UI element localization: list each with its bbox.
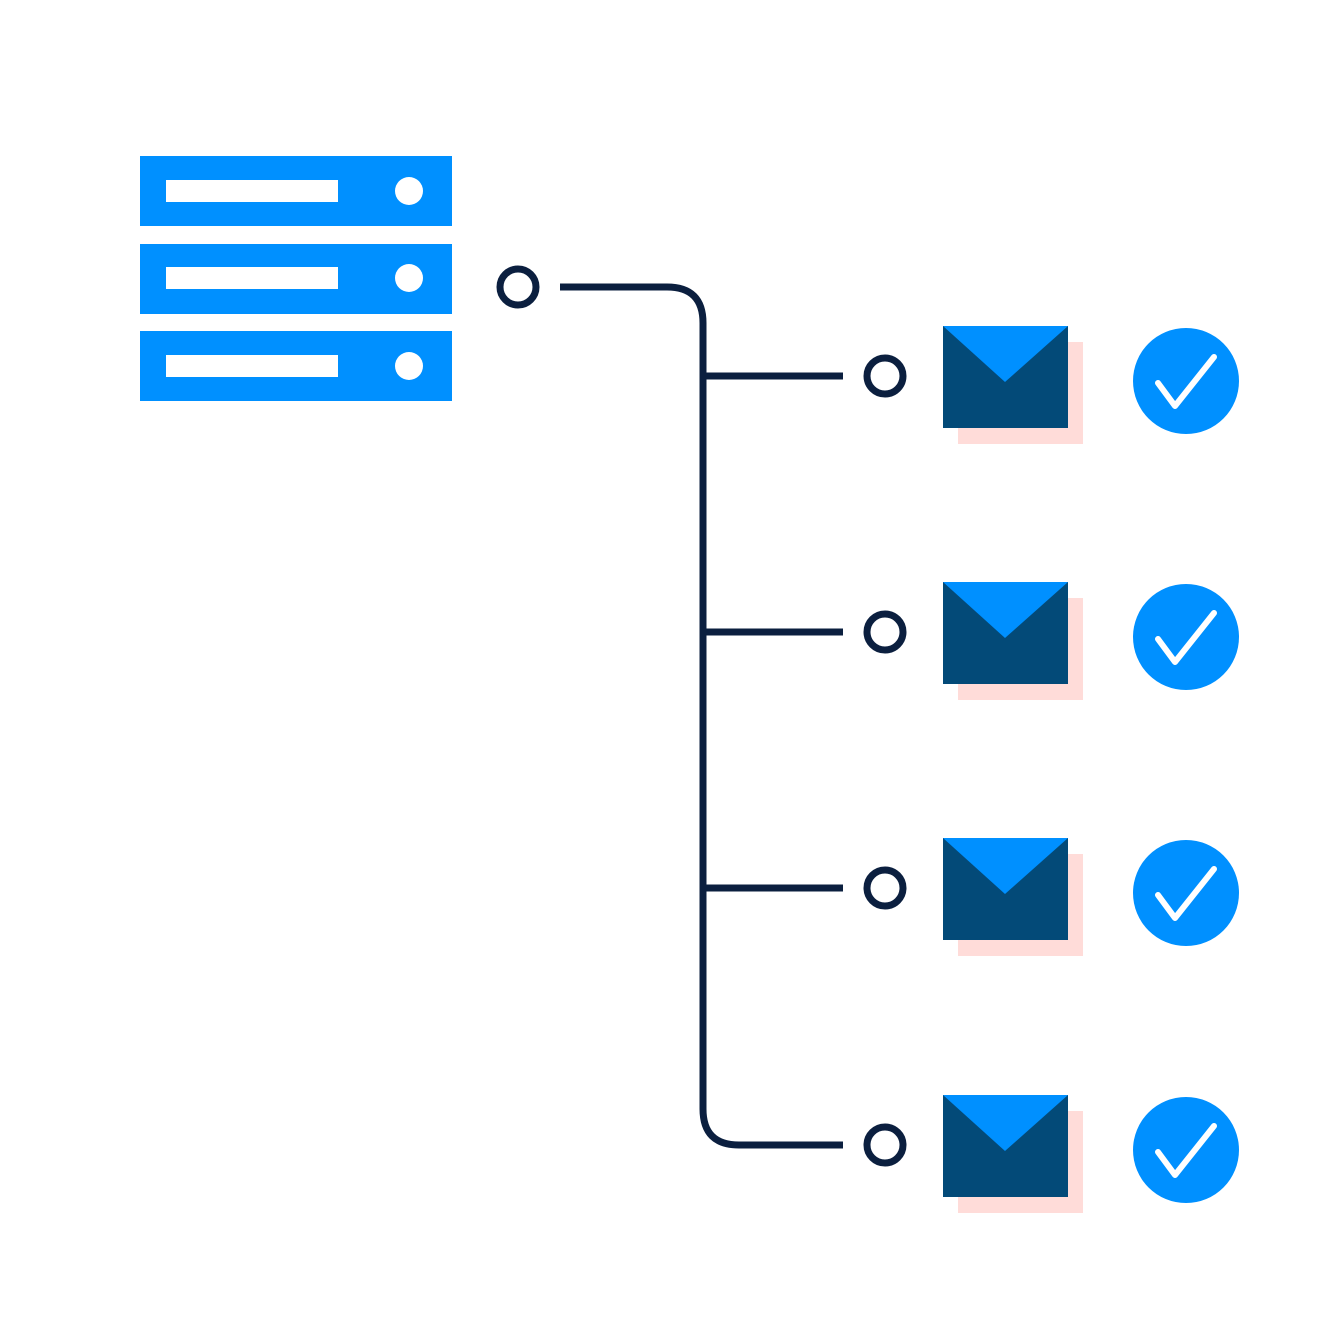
recipient-row — [863, 1095, 1239, 1213]
recipient-node — [863, 354, 907, 398]
check-circle-icon — [1133, 840, 1239, 946]
recipient-row — [863, 326, 1239, 444]
recipient-row — [863, 838, 1239, 956]
check-circle-icon — [1133, 584, 1239, 690]
recipient-node — [863, 1123, 907, 1167]
server-unit — [140, 244, 452, 314]
recipient-row — [863, 582, 1239, 700]
server-rack-icon — [140, 156, 452, 401]
trunk-line — [560, 283, 843, 1149]
envelope-icon — [943, 326, 1083, 444]
connector-lines — [496, 265, 843, 1149]
envelope-icon — [943, 1095, 1083, 1213]
envelope-icon — [943, 838, 1083, 956]
recipient-list — [863, 326, 1239, 1213]
server-unit — [140, 331, 452, 401]
server-unit — [140, 156, 452, 226]
recipient-node — [863, 610, 907, 654]
envelope-icon — [943, 582, 1083, 700]
server-port-node — [496, 265, 540, 309]
recipient-node — [863, 866, 907, 910]
check-circle-icon — [1133, 328, 1239, 434]
check-circle-icon — [1133, 1097, 1239, 1203]
